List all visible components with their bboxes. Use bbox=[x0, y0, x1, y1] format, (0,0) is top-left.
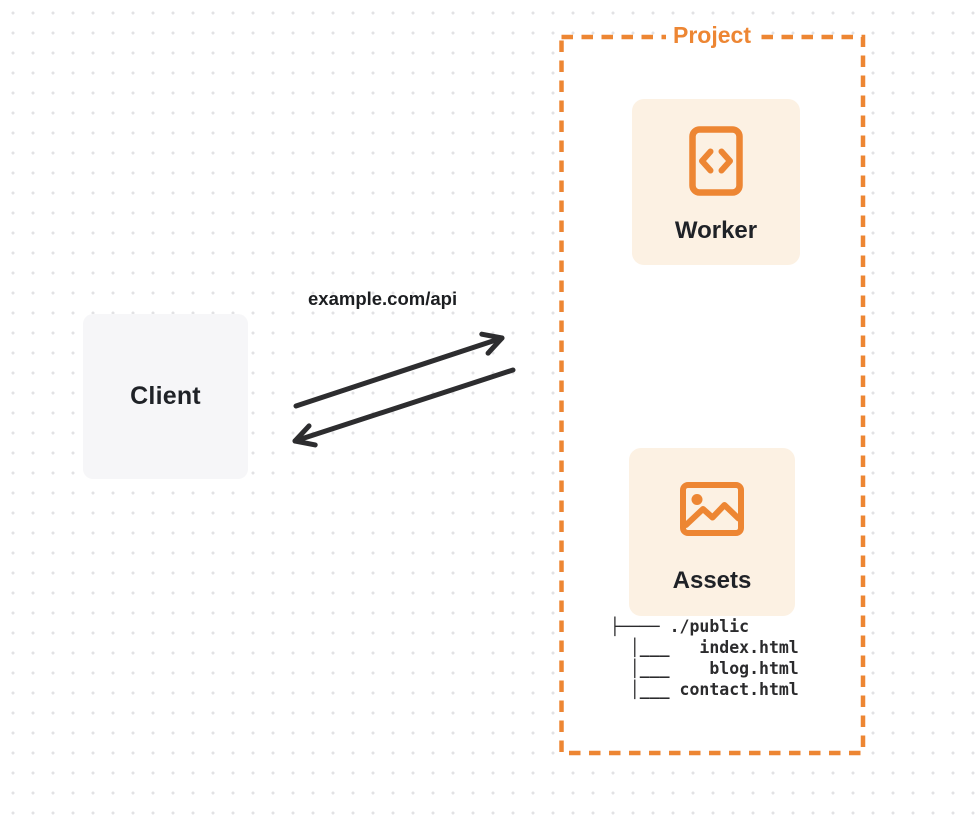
image-icon bbox=[680, 482, 744, 536]
file-tree-line-contact: │___ contact.html bbox=[610, 680, 799, 699]
assets-label: Assets bbox=[672, 567, 752, 594]
worker-card: Worker bbox=[632, 99, 800, 265]
file-tree-line-public: ├──── ./public bbox=[610, 617, 750, 636]
request-url-label: example.com/api bbox=[308, 288, 458, 309]
request-arrow bbox=[293, 331, 505, 409]
code-file-icon bbox=[689, 126, 743, 196]
client-label: Client bbox=[130, 382, 201, 410]
project-group-label: Project bbox=[666, 19, 758, 51]
assets-file-tree: ├──── ./public │___ index.html │___ blog… bbox=[610, 616, 799, 700]
response-arrow bbox=[292, 367, 516, 448]
assets-card: Assets bbox=[629, 448, 795, 616]
client-node: Client bbox=[83, 314, 248, 479]
file-tree-line-blog: │___ blog.html bbox=[610, 659, 799, 678]
worker-label: Worker bbox=[674, 217, 758, 244]
file-tree-line-index: │___ index.html bbox=[610, 638, 799, 657]
